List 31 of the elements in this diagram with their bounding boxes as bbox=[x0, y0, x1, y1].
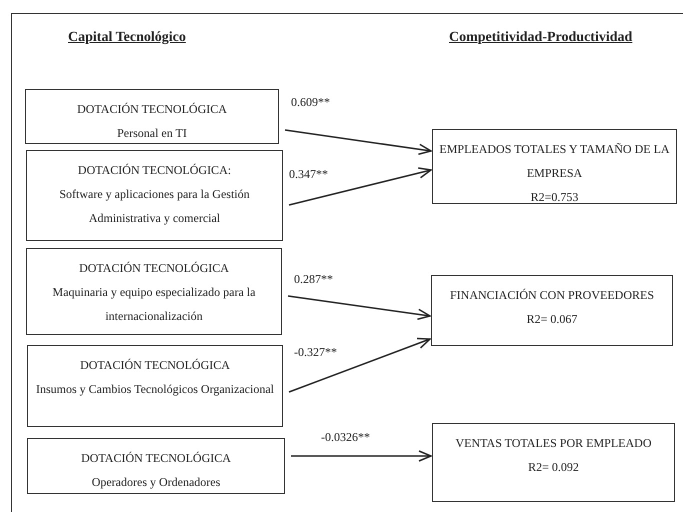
box-heading: DOTACIÓN TECNOLÓGICA bbox=[79, 260, 229, 277]
r-squared-value: R2=0.753 bbox=[530, 189, 578, 206]
box-heading: DOTACIÓN TECNOLÓGICA bbox=[80, 357, 230, 374]
box-heading: DOTACIÓN TECNOLÓGICA: bbox=[78, 162, 232, 179]
column-heading: Competitividad-Productividad bbox=[449, 30, 632, 46]
variable-box bbox=[26, 150, 283, 241]
variable-box bbox=[27, 438, 285, 494]
r-squared-value: R2= 0.067 bbox=[526, 311, 578, 328]
variable-name: Maquinaria y equipo especializado para la internacionalización bbox=[52, 284, 256, 325]
outcome-name: EMPLEADOS TOTALES Y TAMAÑO DE LA EMPRESA bbox=[438, 141, 671, 182]
box-heading: DOTACIÓN TECNOLÓGICA bbox=[81, 450, 231, 467]
outcome-name: VENTAS TOTALES POR EMPLEADO bbox=[456, 435, 652, 452]
r-squared-value: R2= 0.092 bbox=[528, 459, 579, 476]
variable-name: Operadores y Ordenadores bbox=[92, 474, 220, 491]
arrow bbox=[288, 338, 431, 393]
arrow bbox=[291, 450, 432, 462]
outcome-name: FINANCIACIÓN CON PROVEEDORES bbox=[450, 287, 654, 304]
variable-box bbox=[431, 275, 673, 346]
arrow bbox=[288, 295, 431, 320]
column-heading: Capital Tecnológico bbox=[68, 30, 186, 46]
box-heading: DOTACIÓN TECNOLÓGICA bbox=[77, 101, 227, 118]
variable-name: Personal en TI bbox=[117, 125, 187, 142]
arrow bbox=[284, 129, 432, 155]
variable-name: Insumos y Cambios Tecnológicos Organizacional bbox=[36, 381, 274, 398]
variable-box bbox=[432, 423, 675, 502]
variable-name: Software y aplicaciones para la Gestión Administrativa y comercial bbox=[58, 186, 251, 227]
variable-box bbox=[25, 89, 279, 144]
arrow bbox=[288, 167, 432, 206]
variable-box bbox=[432, 129, 677, 204]
variable-box bbox=[26, 248, 282, 335]
variable-box bbox=[27, 345, 283, 427]
